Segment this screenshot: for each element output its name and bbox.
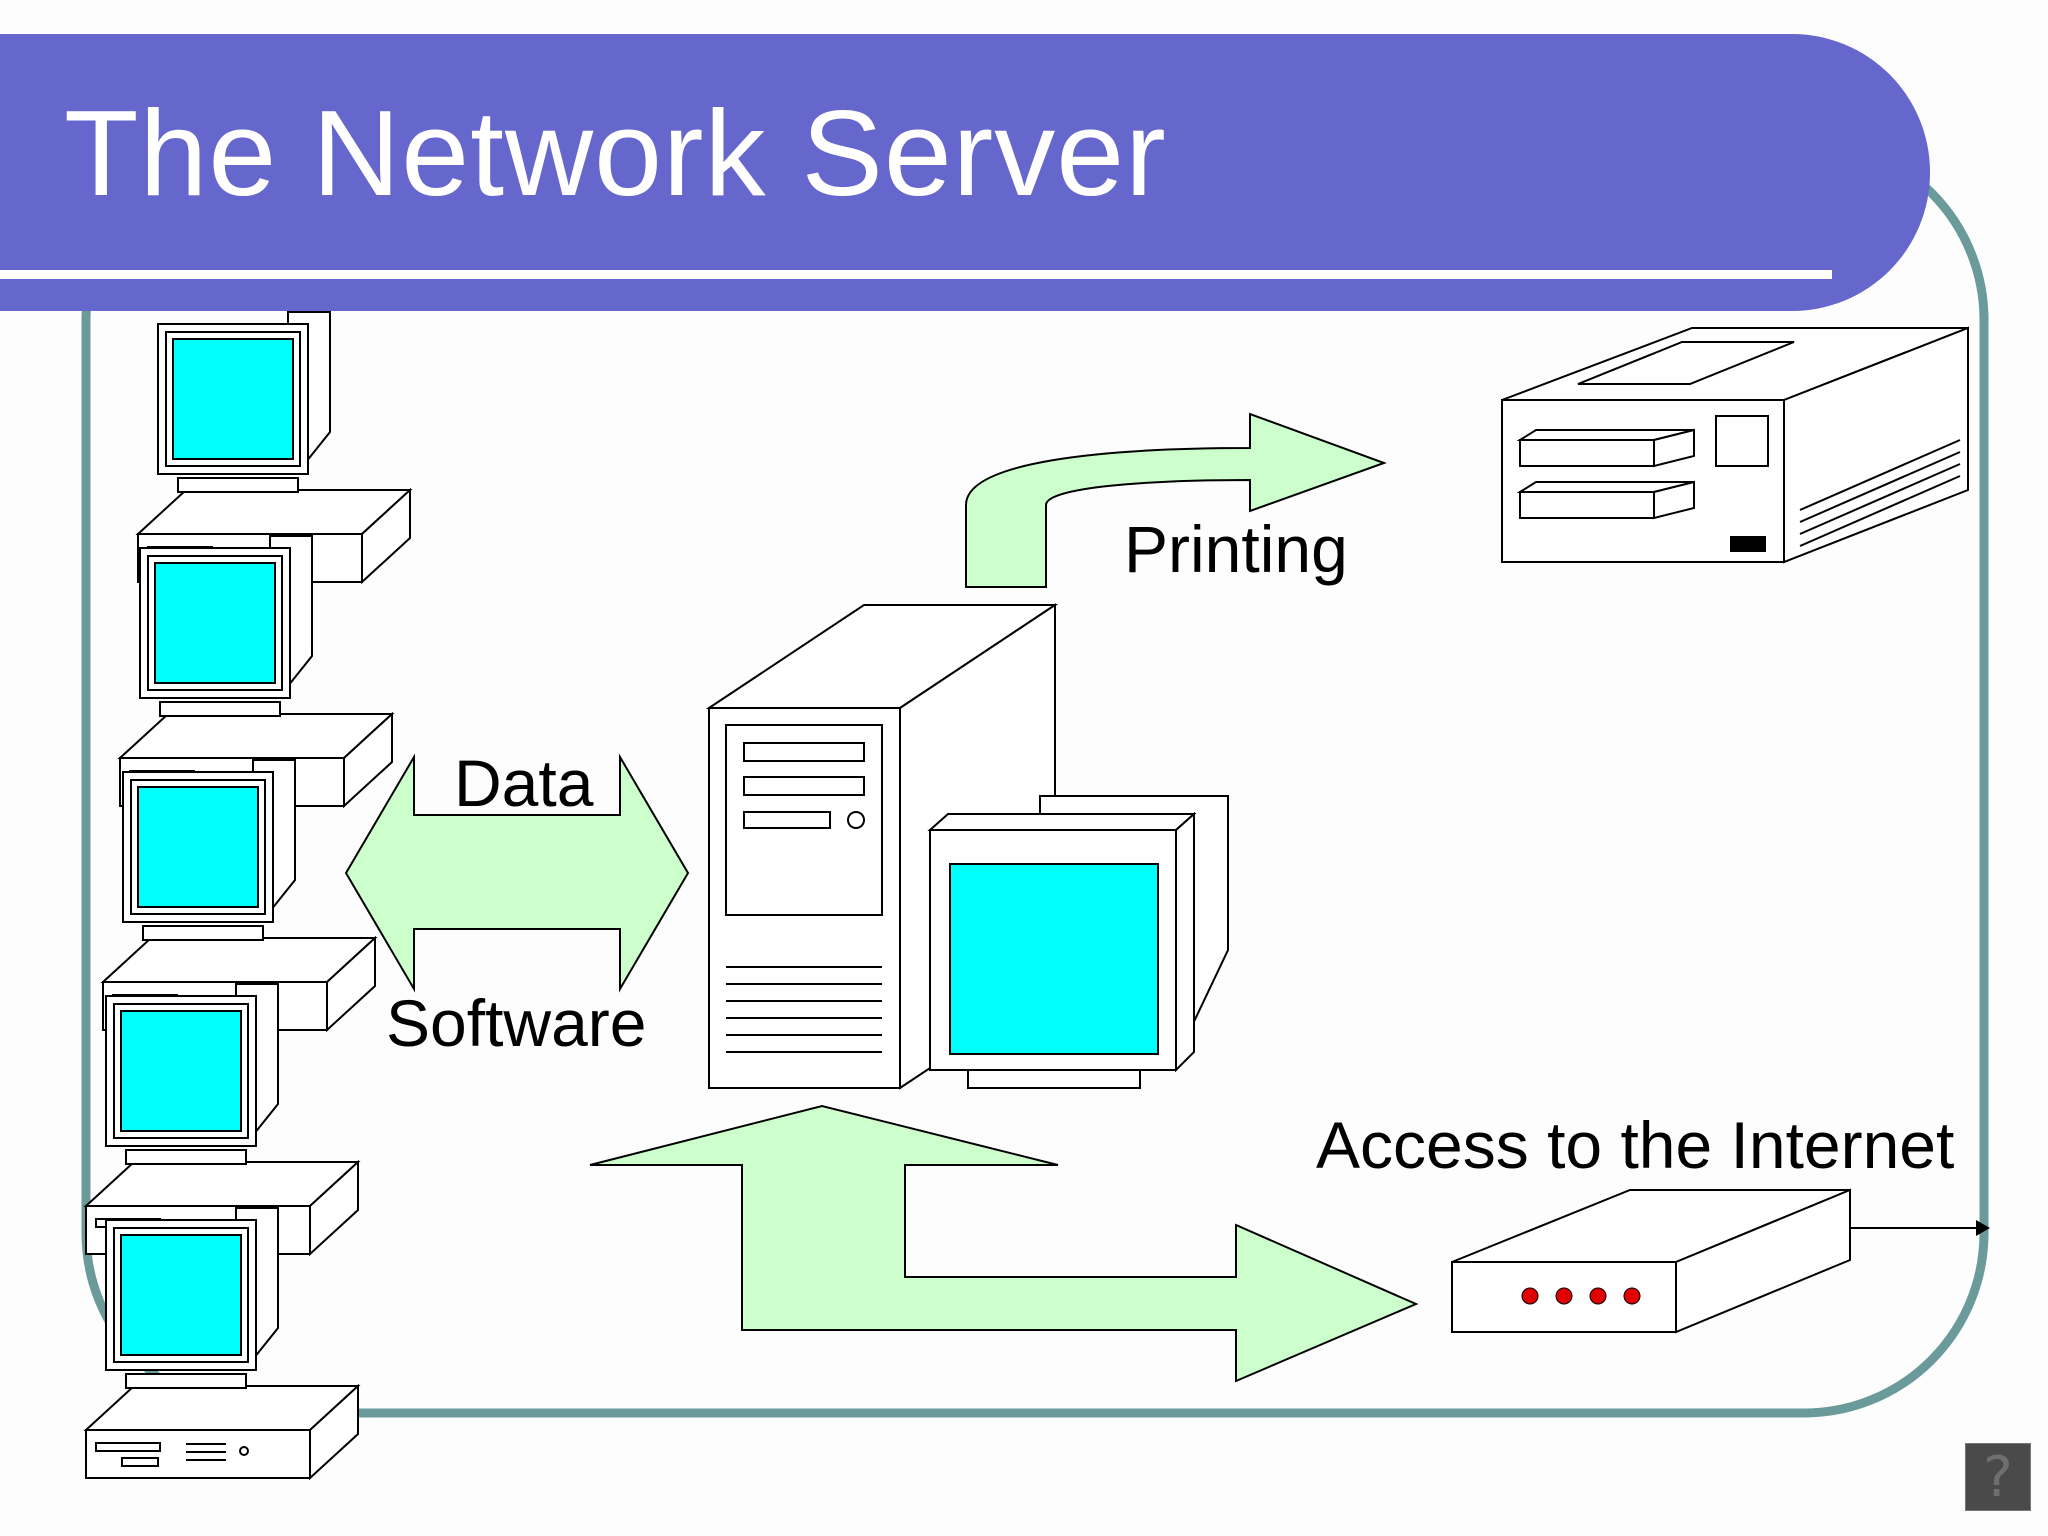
label-software: Software: [386, 986, 646, 1060]
modem-led: [1521, 1287, 1539, 1305]
title-band: [0, 34, 1930, 311]
modem-led: [1623, 1287, 1641, 1305]
modem-led: [1589, 1287, 1607, 1305]
slide-title: The Network Server: [64, 85, 1167, 221]
printer: [1501, 326, 1969, 564]
internet-arrow: [589, 1104, 1419, 1383]
data-software-arrow: [344, 753, 690, 993]
printing-arrow: [965, 412, 1387, 588]
label-data: Data: [454, 746, 594, 820]
label-printing: Printing: [1124, 512, 1348, 586]
help-button[interactable]: ?: [1965, 1443, 2031, 1511]
modem-led: [1555, 1287, 1573, 1305]
title-underline: [0, 270, 1832, 279]
modem: [1451, 1188, 1990, 1334]
help-icon: ?: [1983, 1444, 2013, 1510]
server-monitor: [927, 795, 1229, 1089]
label-internet: Access to the Internet: [1316, 1108, 1954, 1182]
